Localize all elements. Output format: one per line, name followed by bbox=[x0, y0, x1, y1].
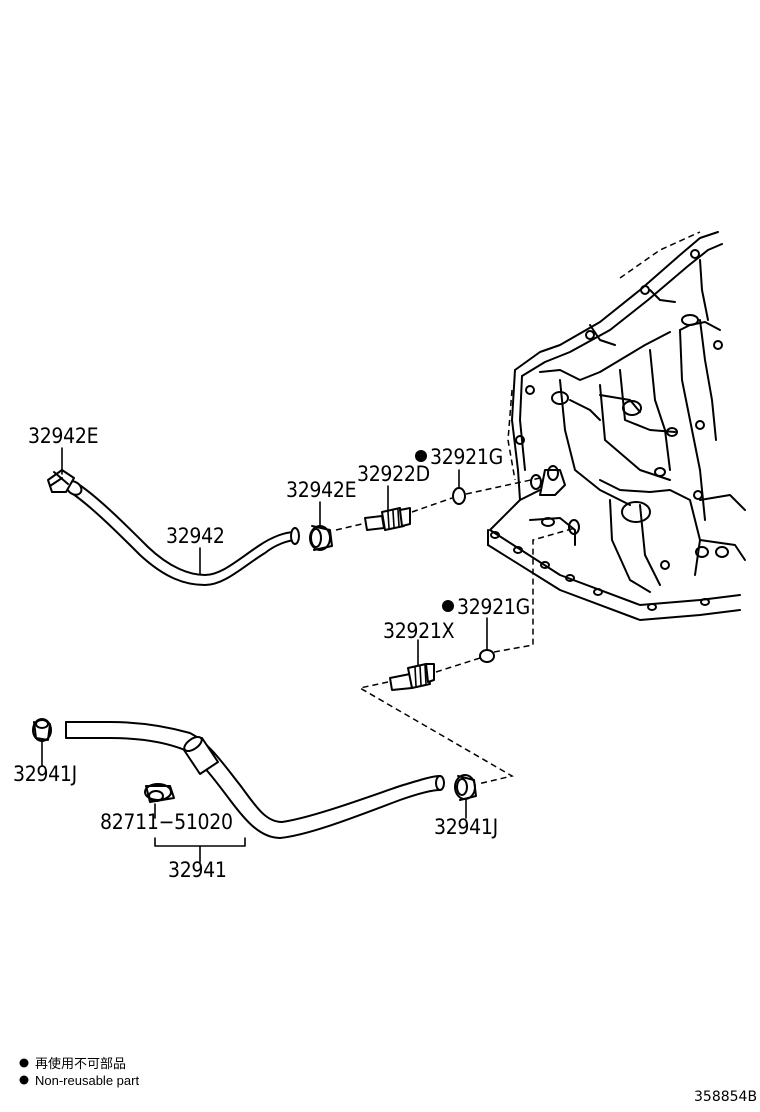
label-32921G-top: 32921G bbox=[430, 445, 503, 469]
dashed-leader-lower bbox=[357, 681, 515, 785]
dashed-leader-mid bbox=[435, 657, 481, 673]
label-32921G-mid: 32921G bbox=[457, 595, 530, 619]
part-labels: 32942E 32942 32942E 32922D 32921G 32921G… bbox=[13, 424, 530, 882]
transmission-housing bbox=[487, 231, 746, 621]
dashed-leader-top-2 bbox=[411, 497, 453, 513]
label-32941J-right: 32941J bbox=[434, 815, 498, 839]
label-32942E-right: 32942E bbox=[286, 478, 356, 502]
legend-japanese: 再使用不可部品 bbox=[35, 1056, 126, 1071]
dashed-leader-mid-2 bbox=[493, 527, 576, 653]
label-82711-51020: 82711−51020 bbox=[100, 810, 233, 834]
clamp-32942E-right bbox=[309, 525, 333, 551]
figure-id: 358854B bbox=[694, 1089, 757, 1105]
legend-english: Non-reusable part bbox=[35, 1073, 139, 1088]
clamp-32941J-left bbox=[32, 718, 52, 742]
union-32922D bbox=[364, 507, 411, 531]
non-reusable-marker-top bbox=[415, 450, 427, 462]
gasket-32921G-top bbox=[452, 487, 466, 505]
clamp-32941J-right bbox=[454, 774, 477, 801]
hose-32941 bbox=[65, 721, 445, 839]
clamp-32942E-left bbox=[47, 469, 75, 493]
leader-lines bbox=[41, 447, 488, 863]
dashed-leader-top bbox=[335, 523, 363, 531]
non-reusable-marker-mid bbox=[442, 600, 454, 612]
label-32942: 32942 bbox=[166, 524, 225, 548]
legend: 再使用不可部品 Non-reusable part bbox=[19, 1056, 139, 1088]
clamp-82711-51020 bbox=[144, 783, 175, 803]
label-32921X: 32921X bbox=[383, 619, 455, 643]
gasket-32921G-mid bbox=[479, 649, 495, 663]
label-32941: 32941 bbox=[168, 858, 227, 882]
union-32921X bbox=[389, 663, 435, 691]
label-32942E-left: 32942E bbox=[28, 424, 98, 448]
label-32941J-left: 32941J bbox=[13, 762, 77, 786]
legend-marker-1 bbox=[19, 1058, 29, 1068]
legend-marker-2 bbox=[19, 1075, 29, 1085]
dashed-leader-top-3 bbox=[465, 477, 541, 495]
label-32922D: 32922D bbox=[357, 462, 430, 486]
